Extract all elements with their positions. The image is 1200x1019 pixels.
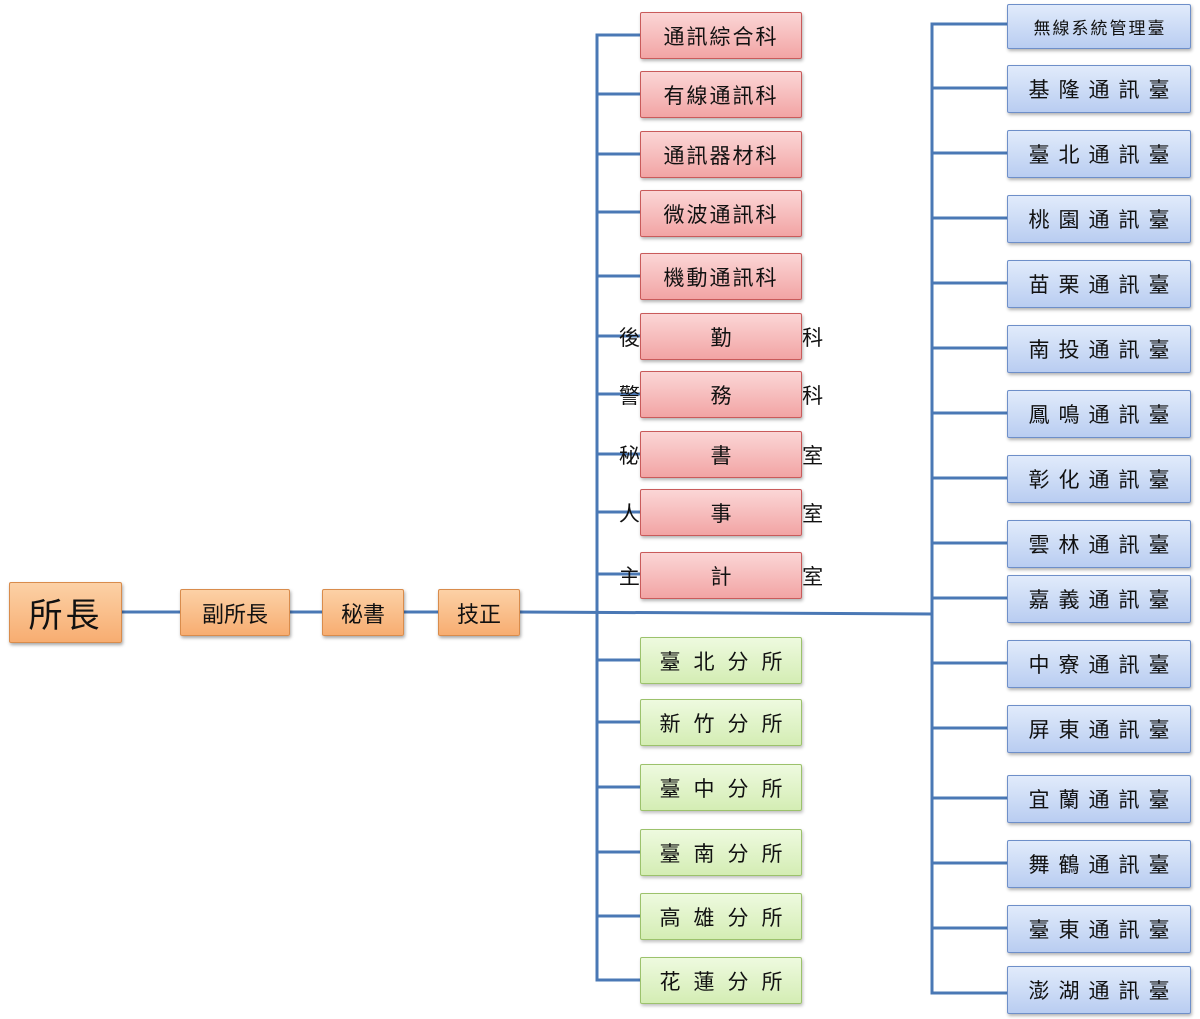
department-box: 秘 書 室 <box>619 431 823 478</box>
station-box: 桃園通訊臺 <box>1007 195 1191 243</box>
department-box: 通訊器材科 <box>640 131 802 178</box>
station-box: 嘉義通訊臺 <box>1007 575 1191 623</box>
station-box: 南投通訊臺 <box>1007 325 1191 373</box>
branch-office-box: 新竹分所 <box>640 699 802 746</box>
station-box: 澎湖通訊臺 <box>1007 966 1191 1014</box>
branch-office-box: 臺北分所 <box>640 637 802 684</box>
station-box: 無線系統管理臺 <box>1007 4 1191 49</box>
department-box: 通訊綜合科 <box>640 12 802 59</box>
branch-office-box: 花蓮分所 <box>640 957 802 1004</box>
station-box: 屏東通訊臺 <box>1007 705 1191 753</box>
department-box: 人 事 室 <box>619 489 823 536</box>
station-box: 鳳鳴通訊臺 <box>1007 390 1191 438</box>
branch-office-box: 臺中分所 <box>640 764 802 811</box>
technical-specialist-box: 技正 <box>438 589 520 636</box>
station-box: 宜蘭通訊臺 <box>1007 775 1191 823</box>
secretary-box: 秘書 <box>322 589 404 636</box>
station-box: 臺北通訊臺 <box>1007 130 1191 178</box>
station-box: 舞鶴通訊臺 <box>1007 840 1191 888</box>
station-box: 基隆通訊臺 <box>1007 65 1191 113</box>
department-box: 有線通訊科 <box>640 71 802 118</box>
deputy-director-box: 副所長 <box>180 589 290 636</box>
director-box: 所長 <box>9 582 122 643</box>
station-box: 雲林通訊臺 <box>1007 520 1191 568</box>
station-box: 中寮通訊臺 <box>1007 640 1191 688</box>
main-connector <box>518 610 934 616</box>
branch-office-box: 高雄分所 <box>640 893 802 940</box>
department-box: 主 計 室 <box>619 552 823 599</box>
station-box: 彰化通訊臺 <box>1007 455 1191 503</box>
department-box: 警 務 科 <box>619 371 823 418</box>
station-box: 苗栗通訊臺 <box>1007 260 1191 308</box>
department-box: 機動通訊科 <box>640 253 802 300</box>
station-box: 臺東通訊臺 <box>1007 905 1191 953</box>
department-box: 微波通訊科 <box>640 190 802 237</box>
department-box: 後 勤 科 <box>619 313 823 360</box>
branch-office-box: 臺南分所 <box>640 829 802 876</box>
